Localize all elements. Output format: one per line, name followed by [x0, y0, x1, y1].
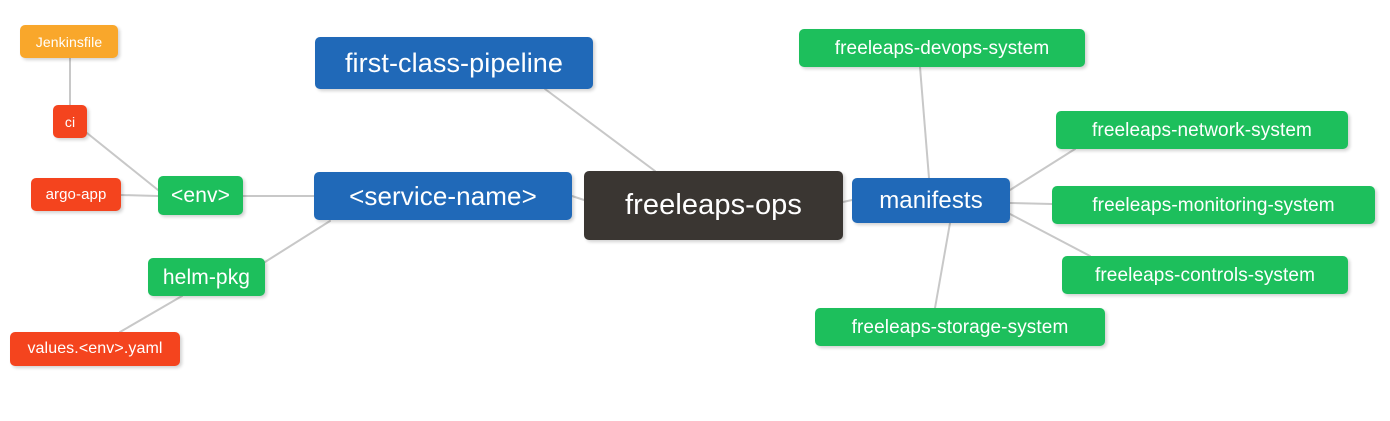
mindmap-node-first-class-pipeline[interactable]: first-class-pipeline — [315, 37, 593, 89]
mindmap-node-ci[interactable]: ci — [53, 105, 87, 138]
mindmap-node-env[interactable]: <env> — [158, 176, 243, 215]
node-label: helm-pkg — [162, 265, 251, 289]
edge-manifests-to-freeleaps-network-system — [1009, 148, 1076, 191]
mindmap-node-jenkinsfile[interactable]: Jenkinsfile — [20, 25, 118, 58]
edge-values-yaml-to-helm-pkg — [119, 295, 183, 333]
edge-first-class-pipeline-to-freeleaps-ops — [544, 88, 656, 172]
edge-service-name-to-freeleaps-ops — [571, 195, 585, 201]
mindmap-node-freeleaps-network-system[interactable]: freeleaps-network-system — [1056, 111, 1348, 149]
edge-manifests-to-freeleaps-devops-system — [919, 66, 930, 179]
node-label: freeleaps-devops-system — [834, 37, 1050, 59]
node-label: freeleaps-ops — [624, 189, 802, 221]
edge-manifests-to-freeleaps-monitoring-system — [1009, 202, 1053, 205]
node-label: freeleaps-monitoring-system — [1092, 194, 1335, 216]
node-label: argo-app — [45, 186, 107, 203]
mindmap-node-freeleaps-controls-system[interactable]: freeleaps-controls-system — [1062, 256, 1348, 294]
node-label: Jenkinsfile — [35, 33, 103, 50]
mindmap-node-freeleaps-monitoring-system[interactable]: freeleaps-monitoring-system — [1052, 186, 1375, 224]
edge-manifests-to-freeleaps-storage-system — [934, 222, 951, 309]
mindmap-node-helm-pkg[interactable]: helm-pkg — [148, 258, 265, 296]
node-label: first-class-pipeline — [344, 47, 564, 78]
node-label: freeleaps-network-system — [1092, 119, 1312, 141]
node-label: manifests — [879, 186, 983, 214]
node-label: <env> — [171, 184, 230, 207]
mindmap-node-freeleaps-devops-system[interactable]: freeleaps-devops-system — [799, 29, 1085, 67]
node-label: <service-name> — [349, 181, 537, 211]
edge-argo-app-to-env — [120, 194, 159, 197]
mindmap-node-freeleaps-storage-system[interactable]: freeleaps-storage-system — [815, 308, 1105, 346]
mindmap-node-freeleaps-ops[interactable]: freeleaps-ops — [584, 171, 843, 240]
node-label: ci — [64, 113, 76, 130]
node-label: freeleaps-storage-system — [851, 316, 1069, 338]
edge-helm-pkg-to-service-name — [264, 220, 331, 263]
node-label: freeleaps-controls-system — [1094, 264, 1316, 286]
mindmap-node-values-yaml[interactable]: values.<env>.yaml — [10, 332, 180, 366]
mindmap-node-argo-app[interactable]: argo-app — [31, 178, 121, 211]
mindmap-node-service-name[interactable]: <service-name> — [314, 172, 572, 220]
mindmap-node-manifests[interactable]: manifests — [852, 178, 1010, 223]
edge-freeleaps-ops-to-manifests — [842, 199, 853, 203]
node-label: values.<env>.yaml — [27, 340, 163, 357]
